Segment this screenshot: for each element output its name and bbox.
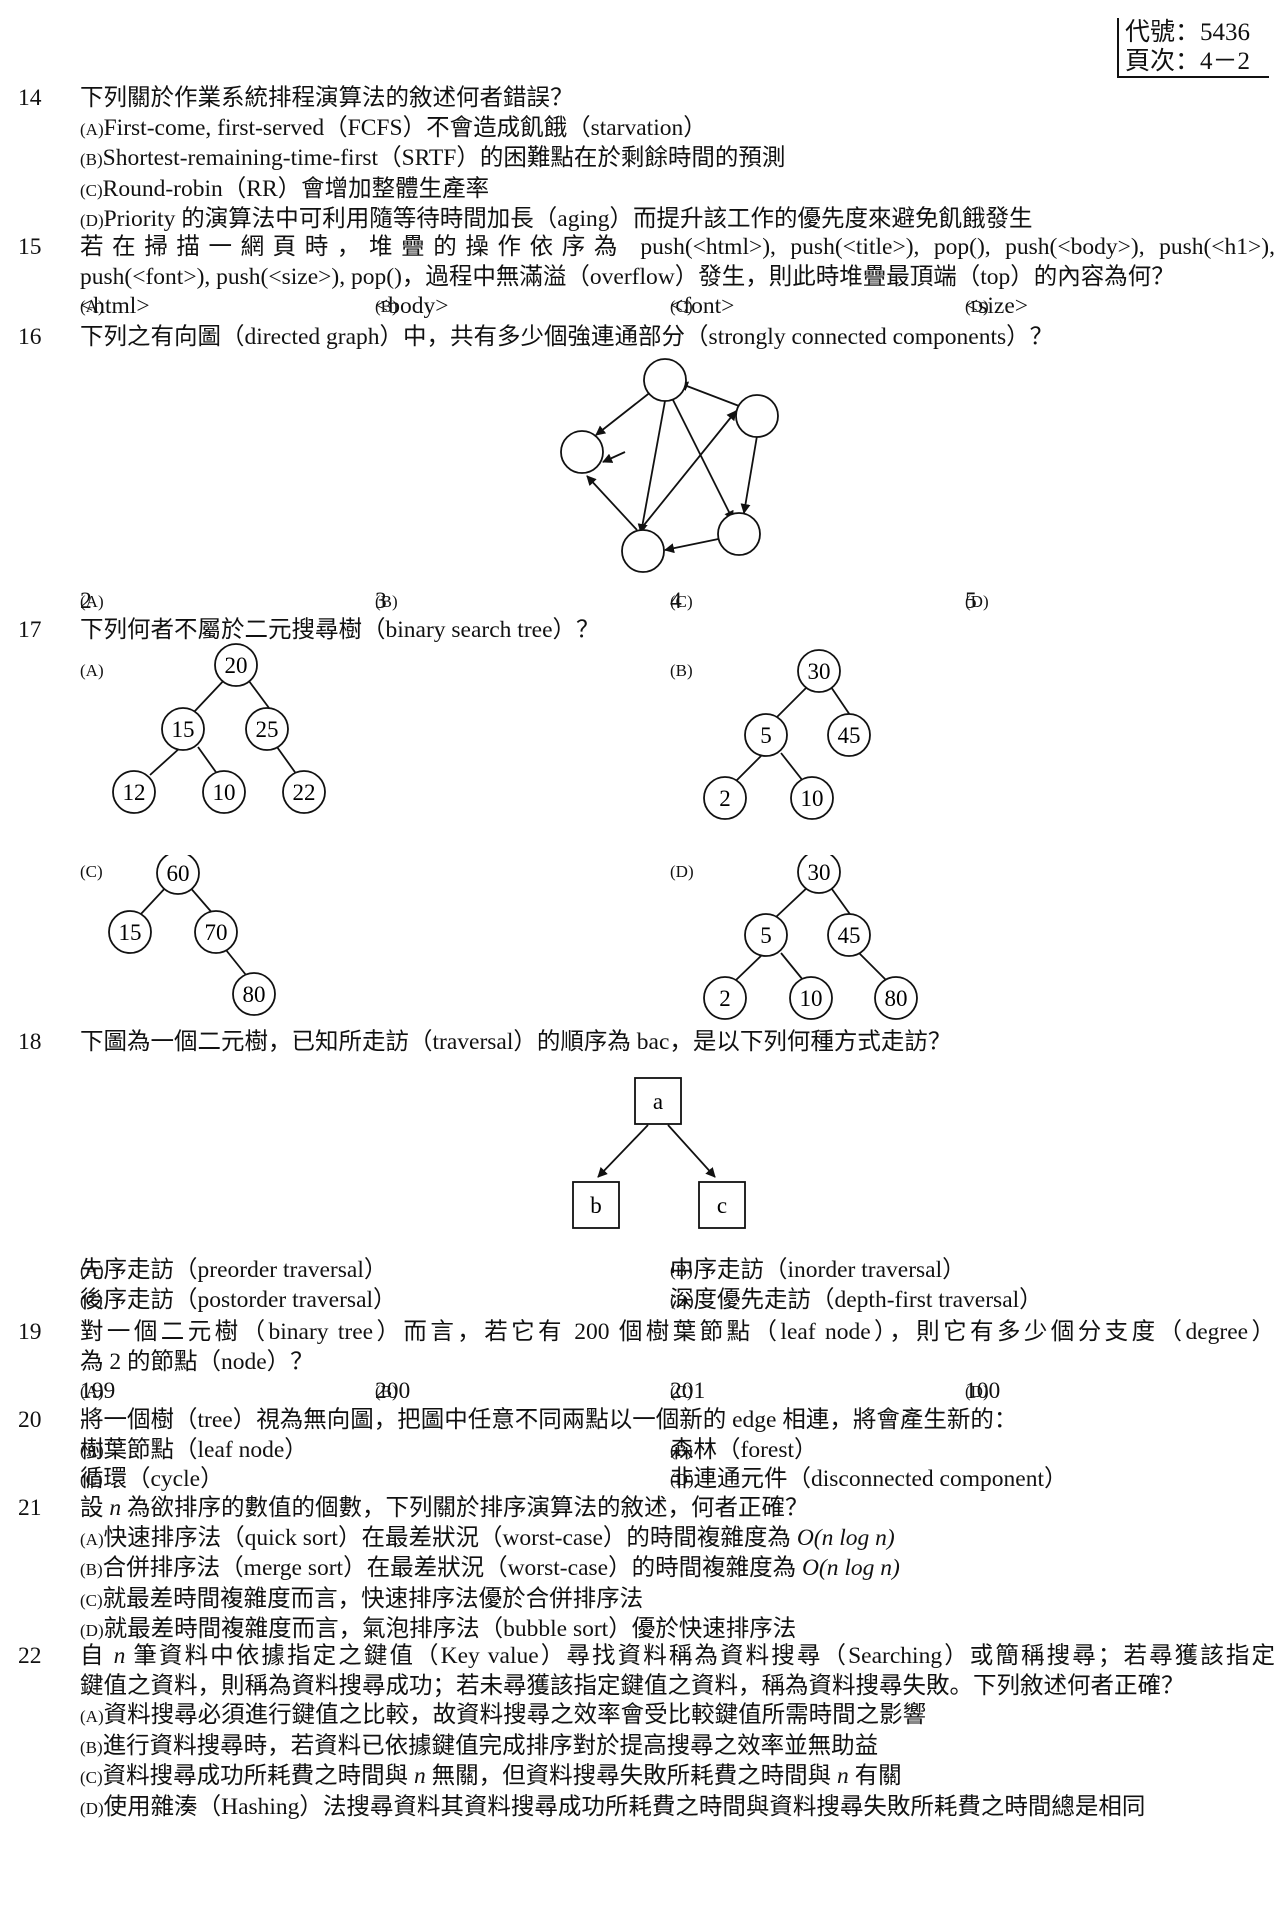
graph-node — [621, 529, 665, 573]
tree-node-label: 60 — [167, 861, 190, 886]
graph-edge — [639, 410, 737, 531]
question-number: 19 — [18, 1319, 42, 1345]
option-b: (B)合併排序法（merge sort）在最差狀況（worst-case）的時間… — [80, 1555, 900, 1581]
option-b: (B)進行資料搜尋時，若資料已依據鍵值完成排序對於提高搜尋之效率並無助益 — [80, 1732, 879, 1759]
option-a: (A)資料搜尋必須進行鍵值之比較，故資料搜尋之效率會受比較鍵值所需時間之影響 — [80, 1702, 927, 1728]
tree-a-label: (A) — [80, 661, 104, 680]
question-text: 設 n 為欲排序的數值的個數，下列關於排序演算法的敘述，何者正確？ — [80, 1495, 809, 1521]
tree-node-label: 15 — [119, 920, 142, 945]
question-text-line2: 鍵值之資料，則稱為資料搜尋成功；若未尋獲該指定鍵值之資料，稱為資料搜尋失敗。下列… — [80, 1672, 1185, 1699]
question-number: 14 — [18, 85, 42, 111]
tree-node-label: 12 — [123, 780, 146, 805]
question-text-line2: push(<font>), push(<size>), pop()，過程中無滿溢… — [80, 263, 1175, 290]
tree-c-figure: 60 15 70 80 — [108, 855, 276, 1016]
graph-edge — [586, 475, 638, 531]
tree-c-label: (C) — [80, 862, 103, 881]
tree-node-label: 30 — [808, 860, 831, 885]
question-number: 16 — [18, 324, 42, 350]
tree-node-label: c — [717, 1193, 727, 1218]
tree-node-label: 5 — [760, 923, 772, 948]
tree-node-label: 2 — [719, 986, 731, 1011]
tree-node-label: 80 — [885, 986, 908, 1011]
graph-edge — [602, 451, 626, 463]
graph-edge — [637, 400, 666, 534]
question-number: 18 — [18, 1029, 42, 1055]
tree-node-label: 10 — [800, 986, 823, 1011]
graph-edge — [740, 429, 759, 514]
tree-node-label: 5 — [760, 723, 772, 748]
graph-node — [643, 358, 687, 402]
question-text: 下列之有向圖（directed graph）中，共有多少個強連通部分（stron… — [80, 324, 1054, 350]
tree-node-label: 10 — [213, 780, 236, 805]
question-text-line1: 自 n 筆資料中依據指定之鍵值（Key value）尋找資料稱為資料搜尋（Sea… — [80, 1643, 1274, 1669]
question-number: 21 — [18, 1495, 42, 1521]
page-number: 頁次：4－2 — [1125, 48, 1251, 75]
graph-edge — [595, 390, 653, 436]
tree-node-label: 2 — [719, 786, 731, 811]
tree-node-label: 80 — [243, 982, 266, 1007]
binary-tree-figure: a b c — [572, 1077, 746, 1229]
question-number: 15 — [18, 234, 42, 260]
option-d: (D)就最差時間複雜度而言，氣泡排序法（bubble sort）優於快速排序法 — [80, 1616, 797, 1642]
question-text: 將一個樹（tree）視為無向圖，把圖中任意不同兩點以一個新的 edge 相連，將… — [80, 1407, 1018, 1433]
tree-d-label: (D) — [670, 862, 694, 881]
tree-b-figure: 30 5 45 2 10 — [703, 649, 871, 820]
exam-header: 代號：5436 頁次：4－2 — [1117, 18, 1269, 78]
graph-node — [717, 512, 761, 556]
question-text-line2: 為 2 的節點（node）？ — [80, 1348, 314, 1375]
option-b: (B)Shortest-remaining-time-first（SRTF）的困… — [80, 145, 786, 171]
graph-edge — [672, 399, 734, 521]
tree-node-label: 70 — [205, 920, 228, 945]
question-text: 下列何者不屬於二元搜尋樹（binary search tree）？ — [80, 617, 600, 643]
question-text-line1: 對一個二元樹（binary tree）而言，若它有 200 個樹葉節點（leaf… — [80, 1319, 1274, 1345]
tree-node-label: 22 — [293, 780, 316, 805]
question-text-line1: 若在掃描一網頁時，堆疊的操作依序為 push(<html>), push(<ti… — [80, 234, 1274, 260]
tree-d-figure: 30 5 45 2 10 80 — [703, 855, 918, 1020]
exam-code: 代號：5436 — [1125, 19, 1251, 46]
tree-b-label: (B) — [670, 661, 693, 680]
question-number: 17 — [18, 617, 42, 643]
tree-node-label: 15 — [172, 717, 195, 742]
graph-node — [735, 394, 779, 438]
option-a: (A)快速排序法（quick sort）在最差狀況（worst-case）的時間… — [80, 1524, 895, 1551]
tree-node-label: 10 — [801, 786, 824, 811]
tree-node-label: a — [653, 1089, 663, 1114]
tree-node-label: 45 — [838, 923, 861, 948]
graph-node — [560, 430, 604, 474]
tree-a-figure: 20 15 25 12 10 22 — [112, 643, 326, 814]
option-d: (D)Priority 的演算法中可利用隨等待時間加長（aging）而提升該工作… — [80, 206, 1033, 232]
question-text: 下圖為一個二元樹，已知所走訪（traversal）的順序為 bac，是以下列何種… — [80, 1029, 952, 1055]
question-number: 22 — [18, 1643, 42, 1669]
tree-node-label: 30 — [808, 659, 831, 684]
option-d: (D)使用雜湊（Hashing）法搜尋資料其資料搜尋成功所耗費之時間與資料搜尋失… — [80, 1793, 1146, 1820]
tree-node-label: 45 — [838, 723, 861, 748]
directed-graph-figure — [560, 358, 779, 573]
tree-node-label: b — [590, 1193, 602, 1218]
tree-node-label: 20 — [225, 653, 248, 678]
question-number: 20 — [18, 1407, 42, 1433]
option-c: (C)就最差時間複雜度而言，快速排序法優於合併排序法 — [80, 1585, 644, 1612]
option-a: (A)First-come, first-served（FCFS）不會造成飢餓（… — [80, 114, 707, 141]
tree-node-label: 25 — [256, 717, 279, 742]
option-c: (C)資料搜尋成功所耗費之時間與 n 無關，但資料搜尋失敗所耗費之時間與 n 有… — [80, 1763, 902, 1789]
option-c: (C)Round-robin（RR）會增加整體生產率 — [80, 175, 490, 202]
question-text: 下列關於作業系統排程演算法的敘述何者錯誤？ — [80, 85, 574, 111]
